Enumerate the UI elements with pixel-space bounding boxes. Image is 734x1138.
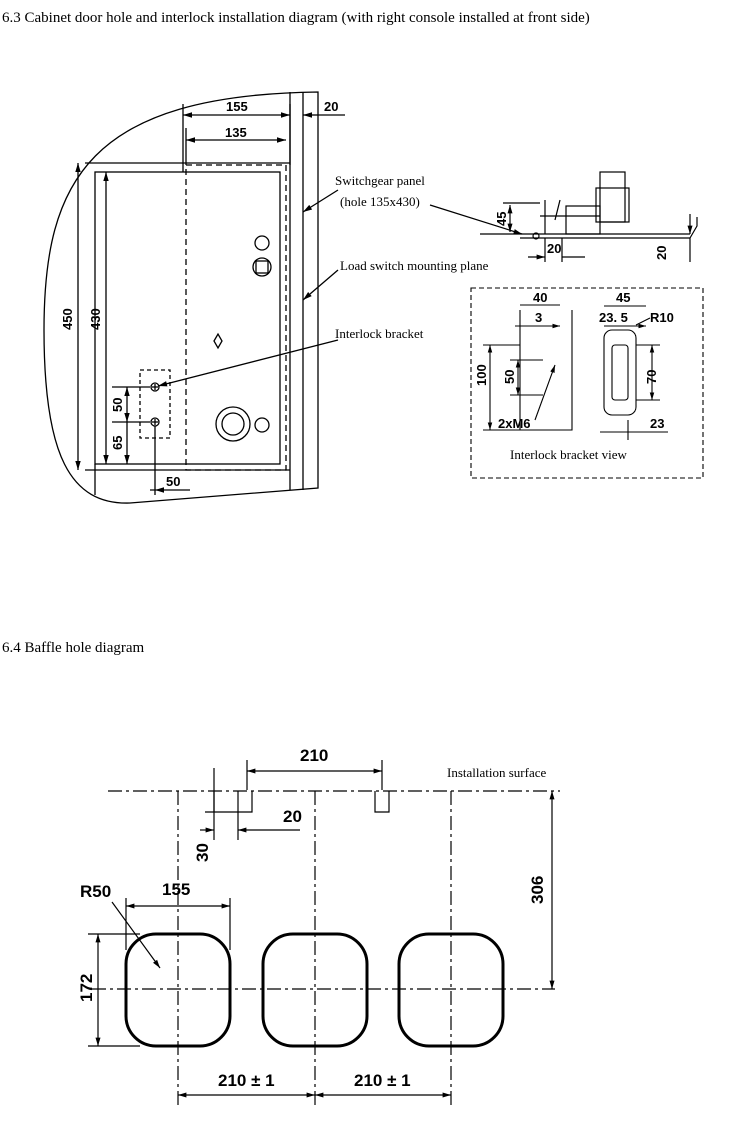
cabinet-door-drawing	[43, 91, 345, 504]
baffle-text: 210 Installation surface 20 30 R50 155 3…	[77, 746, 547, 1090]
side-dim-45: 45	[494, 212, 509, 226]
baffle-dim-30: 30	[193, 843, 212, 862]
baffle-dim-210pm1-a: 210 ± 1	[218, 1071, 275, 1090]
bv-dim-3: 3	[535, 310, 542, 325]
bv-dim-45: 45	[616, 290, 630, 305]
dim-50-left: 50	[110, 398, 125, 412]
dim-20-top: 20	[324, 99, 338, 114]
bv-dim-r10: R10	[650, 310, 674, 325]
dim-65: 65	[110, 436, 125, 450]
baffle-dim-210: 210	[300, 746, 328, 765]
bv-dim-50: 50	[502, 370, 517, 384]
label-installation-surface: Installation surface	[447, 765, 546, 780]
side-view-drawing	[429, 171, 698, 262]
bv-dim-2xm6: 2xM6	[498, 416, 531, 431]
dim-50-bottom: 50	[166, 474, 180, 489]
label-interlock-bracket: Interlock bracket	[335, 326, 424, 341]
label-load-switch-plane: Load switch mounting plane	[340, 258, 489, 273]
side-dim-20-b: 20	[654, 246, 669, 260]
side-dim-20-a: 20	[547, 241, 561, 256]
section-6-3-title: 6.3 Cabinet door hole and interlock inst…	[2, 10, 590, 26]
baffle-dim-20: 20	[283, 807, 302, 826]
section-6-4-title: 6.4 Baffle hole diagram	[2, 640, 145, 656]
dim-430: 430	[88, 308, 103, 330]
bv-dim-23-5: 23. 5	[599, 310, 628, 325]
baffle-dim-172: 172	[77, 974, 96, 1002]
bracket-view-drawing	[470, 287, 704, 479]
baffle-dim-306: 306	[528, 876, 547, 904]
bracket-view-text: 40 3 45 23. 5 R10 100 50 70 2xM6 23 Inte…	[474, 290, 674, 462]
dim-450: 450	[60, 308, 75, 330]
dim-155: 155	[226, 99, 248, 114]
door-dim-text: 155 135 20 450 430 50 65 50 Switchgear p…	[60, 99, 489, 489]
baffle-dim-210pm1-b: 210 ± 1	[354, 1071, 411, 1090]
bv-dim-70: 70	[644, 370, 659, 384]
bv-dim-23: 23	[650, 416, 664, 431]
door-outline	[43, 91, 319, 504]
bv-dim-100: 100	[474, 364, 489, 386]
baffle-dim-r50: R50	[80, 882, 111, 901]
baffle-dim-155: 155	[162, 880, 190, 899]
dim-135: 135	[225, 125, 247, 140]
label-switchgear-panel: Switchgear panel	[335, 173, 425, 188]
bv-dim-40: 40	[533, 290, 547, 305]
side-view-dim-text: 45 20 20	[494, 212, 669, 260]
baffle-drawing	[88, 760, 560, 1105]
label-bracket-view: Interlock bracket view	[510, 447, 628, 462]
label-hole-size: (hole 135x430)	[340, 194, 420, 209]
